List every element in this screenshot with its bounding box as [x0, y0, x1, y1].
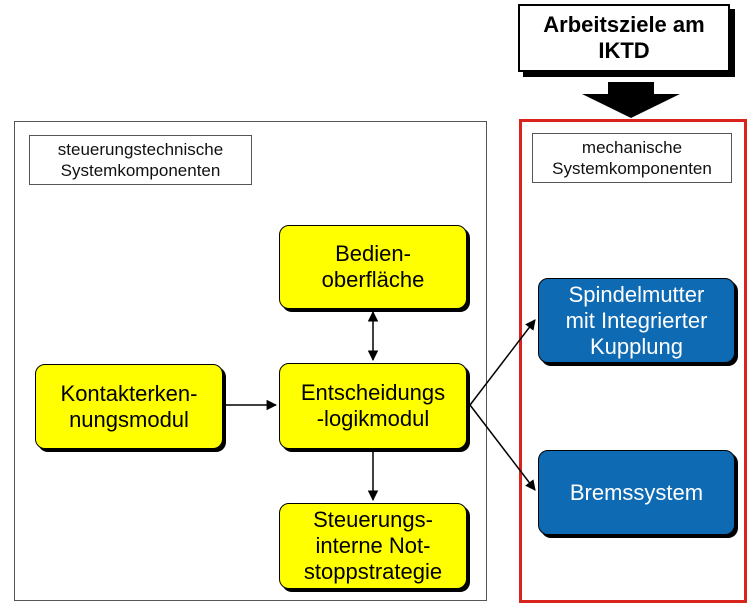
goal-box: Arbeitsziele am IKTD — [518, 4, 730, 72]
control-panel-label: steuerungstechnische Systemkomponenten — [29, 135, 252, 185]
node-bedienoberflaeche: Bedien- oberfläche — [279, 225, 467, 309]
node-notstoppstrategie: Steuerungs- interne Not- stoppstrategie — [279, 503, 467, 589]
mechanical-panel-label: mechanische Systemkomponenten — [532, 133, 732, 183]
node-spindelmutter: Spindelmutter mit Integrierter Kupplung — [538, 278, 735, 363]
node-kontakterkennungsmodul: Kontakterken- nungsmodul — [35, 364, 223, 449]
node-entscheidungslogikmodul: Entscheidungs -logikmodul — [279, 363, 467, 449]
down-arrow-icon — [582, 82, 680, 118]
node-bremssystem: Bremssystem — [538, 450, 735, 535]
